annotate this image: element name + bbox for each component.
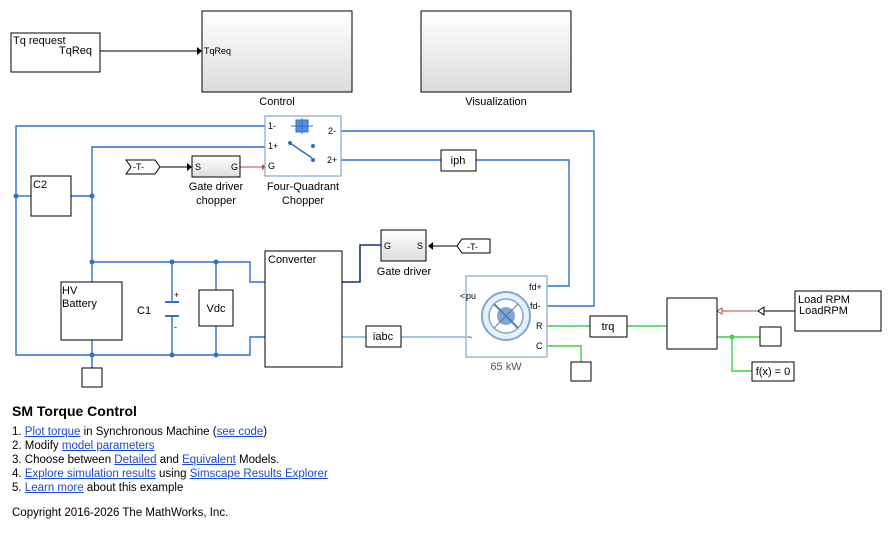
svg-text:-T-: -T- xyxy=(467,242,478,252)
converter-block[interactable]: Converter xyxy=(264,250,343,368)
svg-text:+: + xyxy=(174,290,179,300)
svg-text:f(x) = 0: f(x) = 0 xyxy=(756,366,791,378)
learn-more-link[interactable]: Learn more xyxy=(24,482,84,494)
wire-fd-plus xyxy=(340,159,570,287)
svg-text:65 kW: 65 kW xyxy=(490,361,522,373)
copyright: Copyright 2016-2026 The MathWorks, Inc. xyxy=(12,507,229,519)
svg-text:pu: pu xyxy=(466,291,476,301)
svg-text:S: S xyxy=(195,162,201,172)
step-1: 1. Plot torque in Synchronous Machine (s… xyxy=(12,426,268,438)
wire-solver xyxy=(731,337,752,372)
detailed-link[interactable]: Detailed xyxy=(114,454,157,466)
svg-text:Tq request: Tq request xyxy=(13,35,66,47)
visualization-subsystem[interactable]: Visualization xyxy=(420,10,572,108)
hv-battery-block[interactable]: HV Battery xyxy=(60,281,123,341)
load-rpm-block[interactable]: Load RPM LoadRPM xyxy=(794,290,882,332)
mech-ref-block-right[interactable] xyxy=(759,326,782,347)
goto-t-top[interactable]: -T- xyxy=(125,159,161,175)
svg-text:Gate driver: Gate driver xyxy=(189,181,244,193)
synchronous-machine-block[interactable]: < pu fd+ fd- R C ~ 65 kW xyxy=(460,275,548,373)
svg-text:G: G xyxy=(268,161,275,171)
svg-text:-: - xyxy=(174,322,177,332)
c1-capacitor[interactable]: C1 + - xyxy=(137,290,179,332)
model-title: SM Torque Control xyxy=(12,403,137,419)
svg-text:LoadRPM: LoadRPM xyxy=(799,305,848,317)
explore-results-link[interactable]: Explore simulation results xyxy=(24,468,156,480)
step-3: 3. Choose between Detailed and Equivalen… xyxy=(12,454,280,466)
wire-fd-minus xyxy=(340,130,595,307)
chopper-switch-icon xyxy=(288,118,315,162)
solver-config-block[interactable]: f(x) = 0 xyxy=(751,361,795,382)
svg-text:Battery: Battery xyxy=(62,298,97,310)
svg-text:1-: 1- xyxy=(268,121,276,131)
svg-text:Gate driver: Gate driver xyxy=(377,266,432,278)
wire-gate-converter xyxy=(342,244,381,283)
wire-hv-plus xyxy=(92,261,265,283)
svg-text:TqReq: TqReq xyxy=(204,46,231,56)
svg-text:Load RPM: Load RPM xyxy=(798,294,850,306)
svg-text:iph: iph xyxy=(451,155,466,167)
plot-torque-link[interactable]: Plot torque xyxy=(24,426,81,438)
trq-sensor-block[interactable]: trq xyxy=(589,315,628,338)
svg-text:G: G xyxy=(384,241,391,251)
ground-block[interactable] xyxy=(81,367,103,388)
svg-text:Chopper: Chopper xyxy=(282,195,325,207)
svg-text:HV: HV xyxy=(62,285,78,297)
machine-rotor-icon xyxy=(481,291,531,341)
svg-text:fd-: fd- xyxy=(530,301,541,311)
equivalent-link[interactable]: Equivalent xyxy=(182,454,236,466)
wire-chopper-1p xyxy=(91,146,265,282)
model-parameters-link[interactable]: model parameters xyxy=(61,440,155,452)
step-2: 2. Modify model parameters xyxy=(12,440,155,452)
vdc-sensor-block[interactable]: Vdc xyxy=(198,289,234,327)
c2-capacitor-block[interactable]: C2 xyxy=(30,175,72,217)
wire-hv-minus xyxy=(91,336,265,356)
svg-text:iabc: iabc xyxy=(373,331,394,343)
svg-text:Visualization: Visualization xyxy=(465,96,527,108)
svg-text:C1: C1 xyxy=(137,305,151,317)
control-subsystem[interactable]: TqReq Control xyxy=(201,10,353,108)
svg-text:Vdc: Vdc xyxy=(207,303,226,315)
svg-text:Control: Control xyxy=(259,96,294,108)
svg-text:~: ~ xyxy=(467,332,472,342)
svg-text:chopper: chopper xyxy=(196,195,236,207)
results-explorer-link[interactable]: Simscape Results Explorer xyxy=(189,468,328,480)
svg-text:G: G xyxy=(231,162,238,172)
svg-text:Four-Quadrant: Four-Quadrant xyxy=(267,181,339,193)
step-5: 5. Learn more about this example xyxy=(12,482,184,494)
wires xyxy=(13,47,795,372)
simulink-diagram: Tq request TqReq TqReq Control Visualiza… xyxy=(10,10,882,388)
svg-text:trq: trq xyxy=(602,321,615,333)
tq-request-block[interactable]: Tq request TqReq xyxy=(10,32,101,73)
mech-ref-block-bottom[interactable] xyxy=(570,361,592,382)
svg-text:C2: C2 xyxy=(33,179,47,191)
step-4: 4. Explore simulation results using Sims… xyxy=(12,468,328,480)
wire-machine-C xyxy=(547,345,582,362)
svg-text:2+: 2+ xyxy=(327,155,337,165)
svg-text:<: < xyxy=(460,291,465,301)
gate-driver-block[interactable]: G S Gate driver xyxy=(377,229,432,278)
gate-driver-chopper-block[interactable]: S G Gate driver chopper xyxy=(189,155,244,207)
svg-text:1+: 1+ xyxy=(268,141,278,151)
iph-sensor-block[interactable]: iph xyxy=(440,149,477,172)
svg-text:2-: 2- xyxy=(328,126,336,136)
four-quadrant-chopper-block[interactable]: 1- 1+ G 2- 2+ Four-Quadrant Chopper xyxy=(264,115,342,207)
see-code-link[interactable]: see code xyxy=(216,426,264,438)
load-block[interactable] xyxy=(666,297,718,350)
model-notes: SM Torque Control 1. Plot torque in Sync… xyxy=(12,403,612,519)
svg-text:S: S xyxy=(417,241,423,251)
goto-t-right[interactable]: -T- xyxy=(456,238,491,254)
svg-text:TqReq: TqReq xyxy=(59,45,92,57)
svg-text:C: C xyxy=(536,341,543,351)
iabc-sensor-block[interactable]: iabc xyxy=(365,325,402,348)
svg-text:-T-: -T- xyxy=(133,162,144,172)
svg-text:Converter: Converter xyxy=(268,254,317,266)
wire-left-loop xyxy=(15,125,265,356)
svg-text:R: R xyxy=(536,321,543,331)
svg-text:fd+: fd+ xyxy=(529,282,542,292)
